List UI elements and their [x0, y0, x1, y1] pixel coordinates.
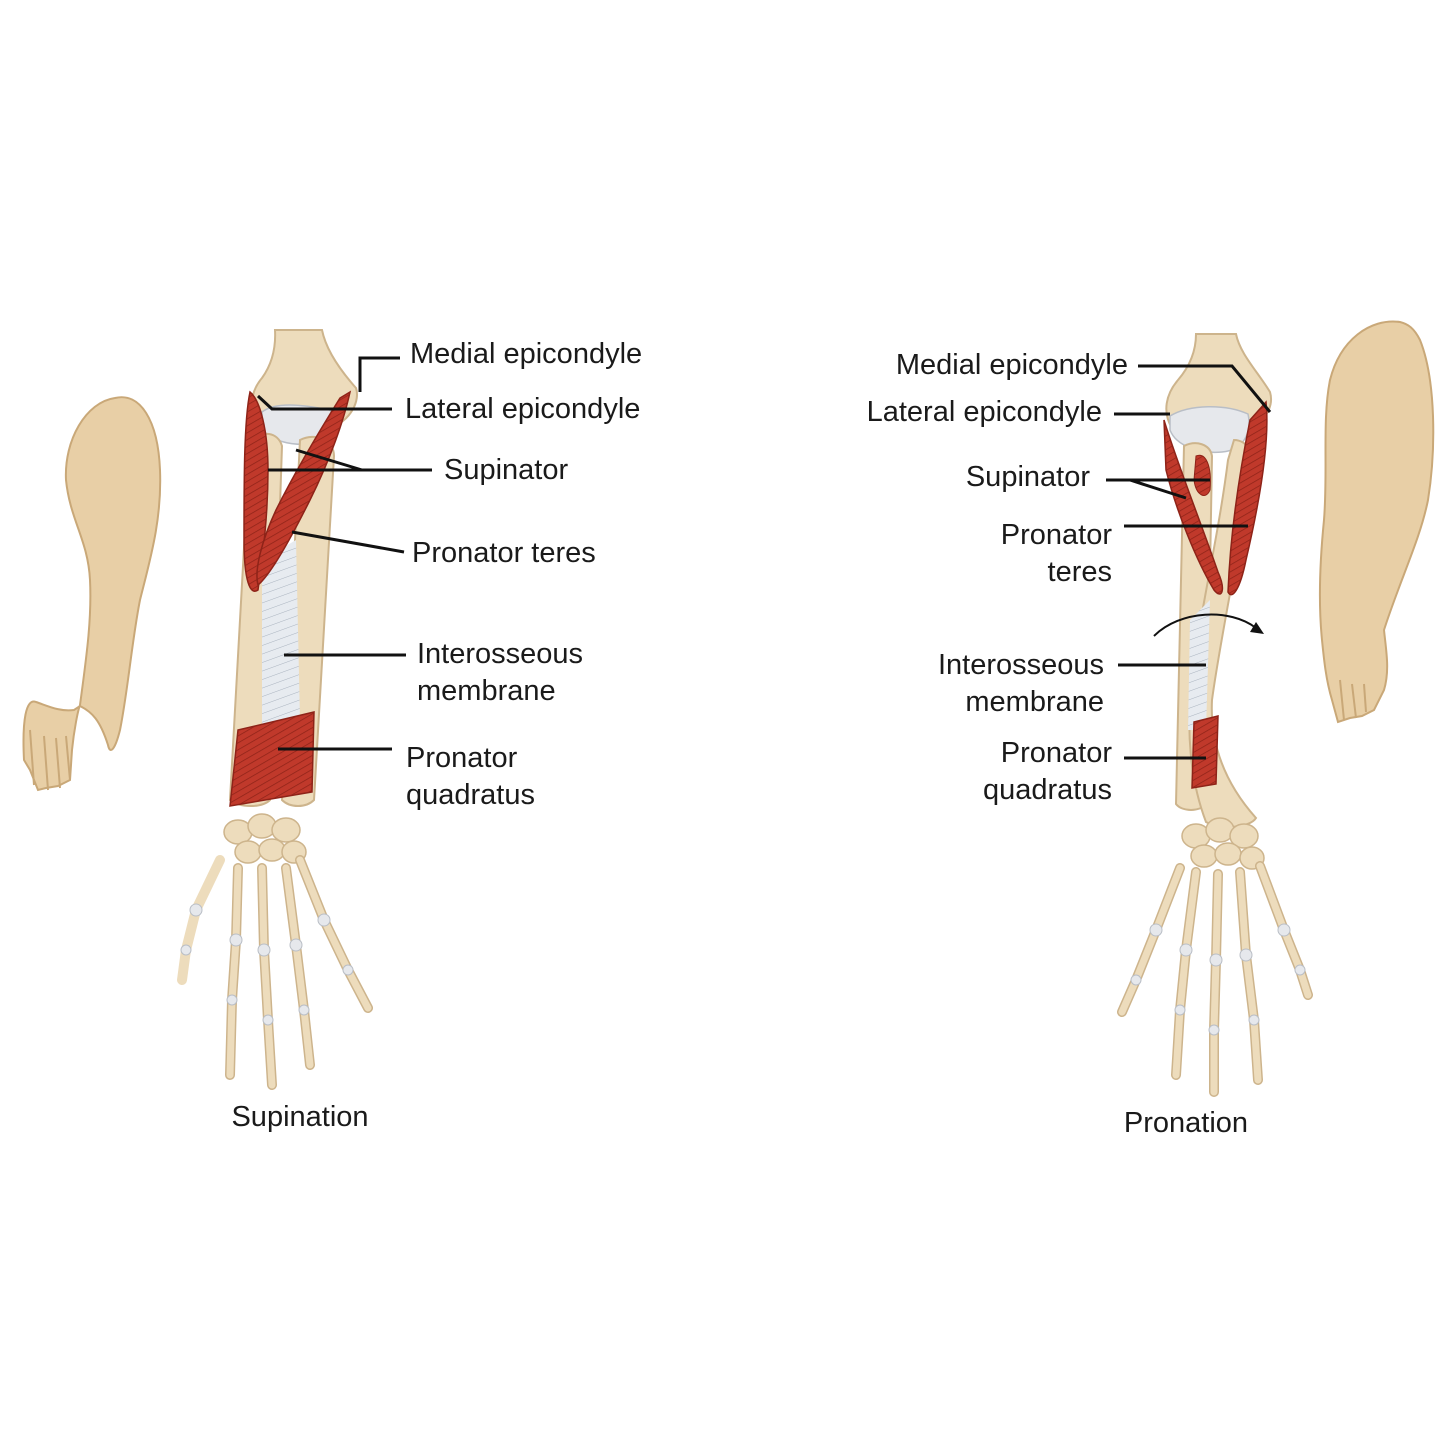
- label-pronator-quadratus-line1: Pronator: [406, 742, 518, 774]
- forearm-skeleton-icon: [1117, 333, 1313, 1097]
- leader-supinator-b: [1129, 478, 1187, 500]
- label-interosseous-line1: Interosseous: [937, 649, 1104, 681]
- label-pronator-quadratus-line2: quadratus: [983, 774, 1112, 806]
- label-supinator: Supinator: [965, 461, 1090, 493]
- caption-supination: Supination: [231, 1101, 369, 1133]
- arm-figure-icon: [22, 396, 162, 792]
- label-medial-epicondyle: Medial epicondyle: [895, 349, 1128, 381]
- caption-pronation: Pronation: [1123, 1107, 1249, 1139]
- label-pronator-teres: Pronator teres: [412, 537, 596, 569]
- label-interosseous-line2: membrane: [965, 686, 1104, 718]
- label-interosseous-line2: membrane: [417, 675, 556, 707]
- label-pronator-teres-line2: teres: [1047, 556, 1112, 588]
- leader-pronator-teres: [291, 530, 405, 554]
- leader-supinator-b: [295, 448, 363, 472]
- arm-figure-icon: [1318, 320, 1435, 724]
- right-leader-lines: [1106, 364, 1272, 760]
- label-supinator: Supinator: [444, 454, 569, 486]
- rotation-arrow-icon: [1153, 613, 1264, 637]
- label-pronator-quadratus-line1: Pronator: [1000, 737, 1112, 769]
- label-pronator-quadratus-line2: quadratus: [406, 779, 535, 811]
- label-lateral-epicondyle: Lateral epicondyle: [405, 393, 641, 425]
- left-leader-lines: [256, 356, 432, 751]
- leader-medial-epicondyle: [1138, 364, 1272, 413]
- leader-medial-epicondyle: [358, 356, 400, 392]
- label-medial-epicondyle: Medial epicondyle: [410, 338, 643, 370]
- label-pronator-teres-line1: Pronator: [1000, 519, 1112, 551]
- label-interosseous-line1: Interosseous: [417, 638, 584, 670]
- forearm-skeleton-icon: [177, 329, 373, 1090]
- leader-lateral-epicondyle: [256, 394, 392, 411]
- label-lateral-epicondyle: Lateral epicondyle: [866, 396, 1102, 428]
